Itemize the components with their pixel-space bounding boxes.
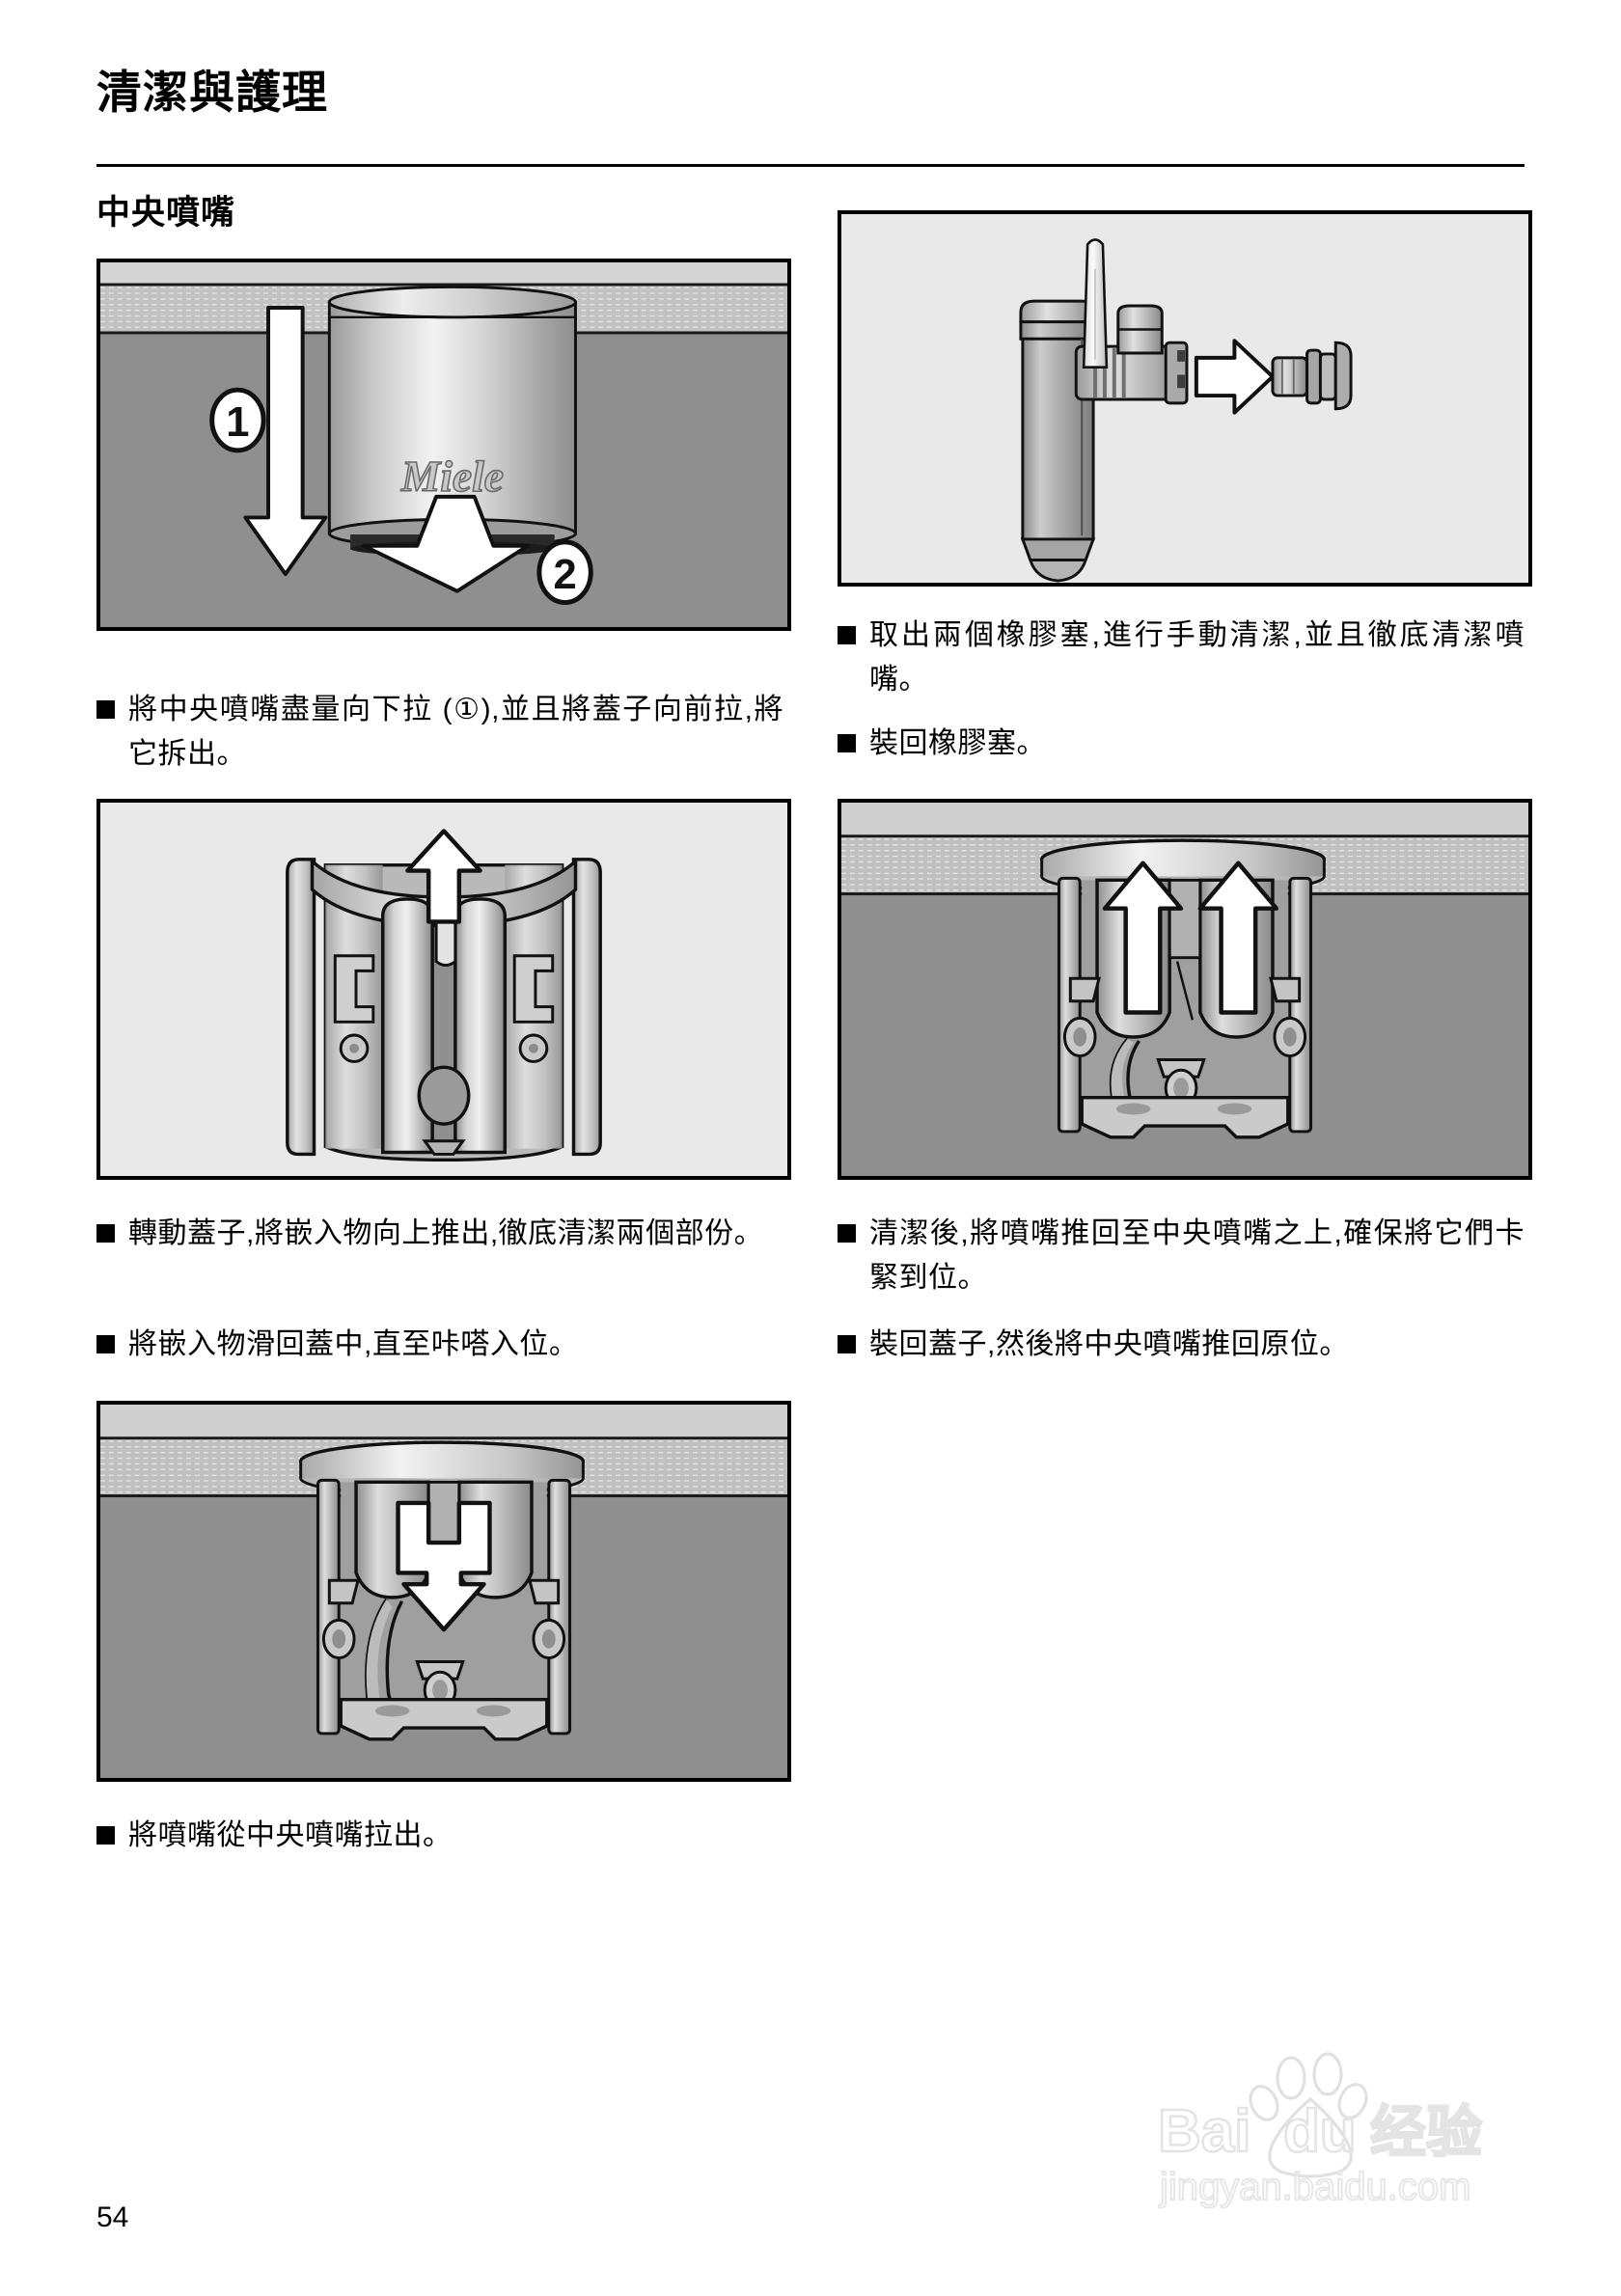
svg-text:1: 1 [226, 399, 249, 446]
central-spray-arm-housing [1039, 838, 1327, 1139]
paw-icon [1249, 2052, 1368, 2178]
bullet-text: 取出兩個橡膠塞,進行手動清潔,並且徹底清潔噴嘴。 [869, 619, 1525, 696]
page-title: 清潔與護理 [96, 67, 328, 118]
callout-2: 2 [536, 539, 593, 605]
watermark-url: jingyan.baidu.com [1159, 2166, 1470, 2208]
bullet-marker [838, 626, 856, 644]
bullet-left-1: 將中央噴嘴盡量向下拉 (①),並且將蓋子向前拉,將它拆出。 [96, 688, 783, 776]
bullet-left-4: 將噴嘴從中央噴嘴拉出。 [96, 1814, 783, 1858]
bullet-text: 將噴嘴從中央噴嘴拉出。 [128, 1819, 453, 1851]
bullet-marker [838, 1335, 856, 1353]
figure-3-illustration [100, 803, 787, 1176]
figure-nozzles-push-back-in [838, 799, 1532, 1180]
arrow-down-2 [361, 494, 530, 593]
bullet-text: 裝回橡膠塞。 [869, 727, 1046, 759]
figure-central-spray-arm-removal: Miele 1 2 [96, 259, 791, 631]
figure-nozzle-rubber-plug-removal [838, 210, 1532, 587]
bullet-right-3: 清潔後,將噴嘴推回至中央噴嘴之上,確保將它們卡緊到位。 [838, 1212, 1525, 1299]
watermark-brand: Bai [1158, 2098, 1250, 2165]
figure-5-illustration [100, 1405, 787, 1778]
bullet-marker [96, 700, 115, 719]
figure-nozzles-pull-out [96, 1401, 791, 1782]
figure-2-illustration [841, 214, 1528, 583]
bullet-marker [838, 734, 856, 752]
bullet-text: 裝回蓋子,然後將中央噴嘴推回原位。 [869, 1328, 1349, 1360]
figure-cap-insert-push-out [96, 799, 791, 1180]
baidu-watermark-logo: Bai du 经验 jingyan.baidu.com [1157, 2052, 1483, 2209]
bullet-right-2: 裝回橡膠塞。 [838, 722, 1525, 766]
arrow-right [1194, 339, 1275, 415]
bullet-left-2: 轉動蓋子,將嵌入物向上推出,徹底清潔兩個部份。 [96, 1212, 783, 1256]
spray-needle [1082, 238, 1109, 369]
figure-1-illustration: Miele 1 2 [100, 262, 787, 627]
section-heading: 中央噴嘴 [96, 194, 236, 232]
bullet-marker [96, 1335, 115, 1353]
bullet-text: 將中央噴嘴盡量向下拉 (①),並且將蓋子向前拉,將它拆出。 [128, 694, 783, 770]
figure-4-illustration [841, 803, 1528, 1176]
page-number: 54 [96, 2201, 129, 2233]
bullet-right-1: 取出兩個橡膠塞,進行手動清潔,並且徹底清潔噴嘴。 [838, 614, 1525, 701]
baidu-watermark: Bai du 经验 jingyan.baidu.com [1121, 2043, 1526, 2217]
bullet-marker [838, 1224, 856, 1243]
arrow-up-left [1102, 861, 1184, 1015]
arrow-up [405, 829, 482, 924]
svg-text:du: du [1283, 2098, 1357, 2165]
callout-1: 1 [209, 387, 266, 453]
rubber-plug [1271, 341, 1353, 411]
bullet-right-4: 裝回蓋子,然後將中央噴嘴推回原位。 [838, 1323, 1525, 1367]
header-divider [96, 164, 1525, 167]
bullet-text: 轉動蓋子,將嵌入物向上推出,徹底清潔兩個部份。 [128, 1217, 764, 1249]
arrow-down-1 [243, 306, 328, 577]
arrow-up-right [1197, 861, 1279, 1015]
bullet-text: 清潔後,將噴嘴推回至中央噴嘴之上,確保將它們卡緊到位。 [869, 1217, 1525, 1294]
svg-text:2: 2 [553, 552, 576, 598]
nozzle-stub [1116, 304, 1164, 355]
bullet-text: 將嵌入物滑回蓋中,直至咔嗒入位。 [128, 1328, 579, 1360]
cap-assembly [286, 857, 602, 1162]
bullet-marker [96, 1224, 115, 1243]
brand-wordmark: Miele [400, 452, 504, 501]
bullet-left-3: 將嵌入物滑回蓋中,直至咔嗒入位。 [96, 1323, 783, 1367]
arrow-down-fork [396, 1500, 492, 1632]
watermark-brand-cn: 经验 [1370, 2101, 1482, 2164]
bullet-marker [96, 1826, 115, 1845]
